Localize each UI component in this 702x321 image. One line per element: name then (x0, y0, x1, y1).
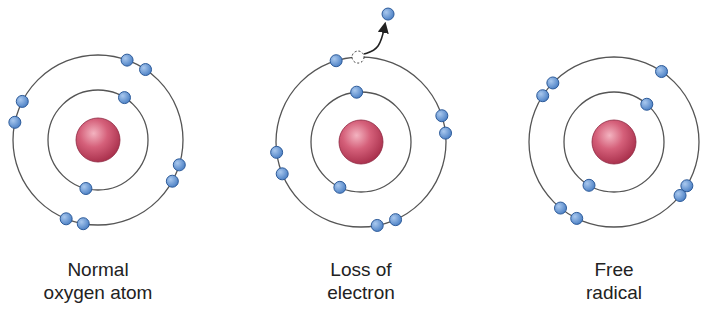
outer-shell (276, 57, 446, 227)
ejected-electron (382, 8, 394, 20)
electron (681, 180, 693, 192)
atom-caption: Loss of electron (318, 258, 404, 304)
electron (440, 127, 452, 139)
outer-shell (529, 57, 699, 227)
atom-caption: Free radical (578, 258, 650, 304)
electron (351, 86, 363, 98)
electron (80, 183, 92, 195)
electron (390, 214, 402, 226)
electron (121, 54, 133, 66)
inner-shell (48, 90, 148, 190)
vacant-electron-position (352, 51, 364, 63)
electron (371, 219, 383, 231)
electron (641, 98, 653, 110)
electron (140, 64, 152, 76)
electron (571, 212, 583, 224)
electron (60, 213, 72, 225)
outer-shell (13, 55, 183, 225)
electron (547, 77, 559, 89)
nucleus (76, 118, 120, 162)
atom-figure (271, 8, 452, 231)
electron (173, 159, 185, 171)
electron (271, 146, 283, 158)
nucleus (339, 120, 383, 164)
electron (276, 168, 288, 180)
electron (330, 55, 342, 67)
electron (166, 175, 178, 187)
ejection-arrow (364, 24, 385, 54)
atom-figure (9, 54, 185, 230)
electron (537, 90, 549, 102)
atom-figure (529, 57, 699, 227)
electron (118, 92, 130, 104)
atom-caption: Normal oxygen atom (39, 258, 157, 304)
electron (436, 110, 448, 122)
electron (77, 218, 89, 230)
inner-shell (564, 92, 664, 192)
electron (656, 66, 668, 78)
electron (16, 95, 28, 107)
nucleus (592, 120, 636, 164)
electron (334, 181, 346, 193)
electron (9, 116, 21, 128)
electron (583, 179, 595, 191)
electron (555, 202, 567, 214)
inner-shell (311, 92, 411, 192)
